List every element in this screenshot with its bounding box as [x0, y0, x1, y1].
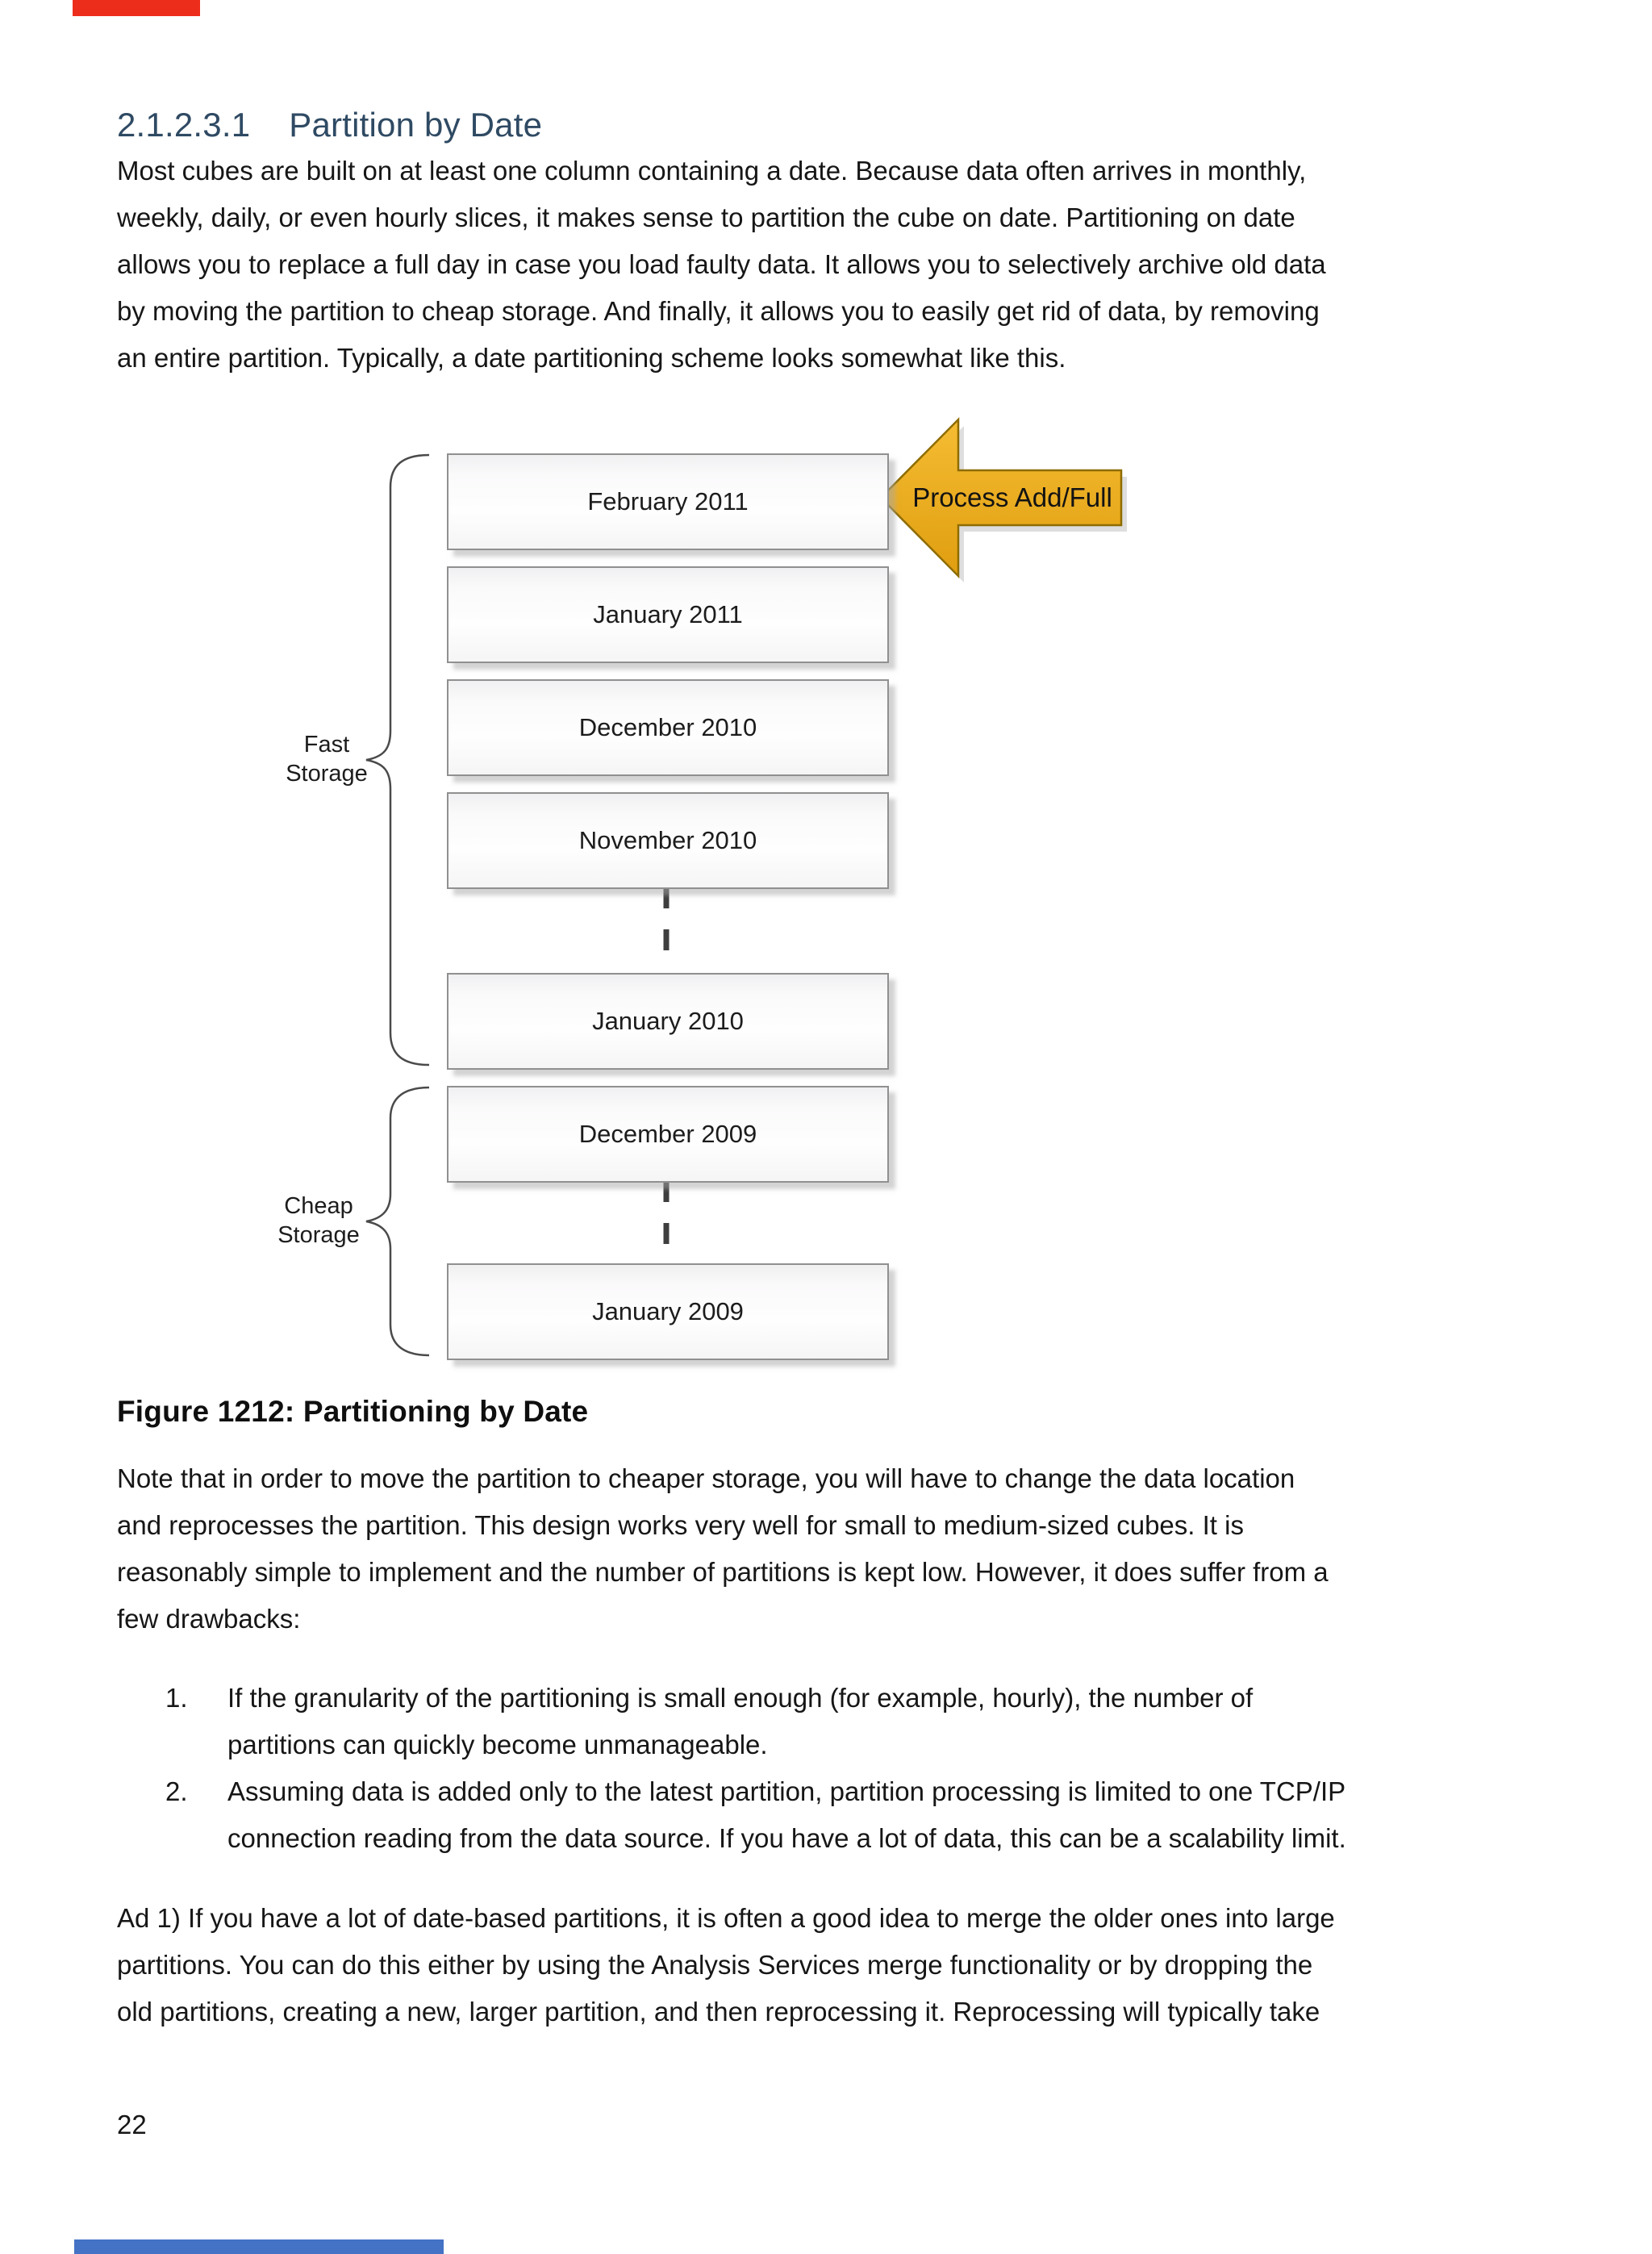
- label-line: Fast: [303, 732, 350, 758]
- text-line: by moving the partition to cheap storage…: [117, 296, 1320, 326]
- fast-storage-label: Fast Storage: [274, 730, 379, 788]
- partition-box-january-2009: January 2009: [447, 1263, 889, 1360]
- text-line: old partitions, creating a new, larger p…: [117, 1997, 1320, 2027]
- list-item: 2. Assuming data is added only to the la…: [117, 1768, 1346, 1862]
- label-line: Storage: [286, 761, 368, 787]
- next-page-clipped-element: [74, 2239, 444, 2254]
- partition-box-january-2010: January 2010: [447, 973, 889, 1070]
- list-item: 1. If the granularity of the partitionin…: [117, 1675, 1346, 1768]
- text-line: Assuming data is added only to the lates…: [227, 1776, 1346, 1806]
- label-line: Storage: [277, 1222, 360, 1248]
- cheap-storage-brace-icon: [365, 1086, 430, 1357]
- text-line: few drawbacks:: [117, 1604, 301, 1634]
- partition-box-february-2011: February 2011: [447, 453, 889, 550]
- list-marker: 1.: [165, 1683, 188, 1713]
- figure-caption: Figure 1212: Partitioning by Date: [117, 1395, 589, 1428]
- paragraph-ad1: Ad 1) If you have a lot of date-based pa…: [117, 1895, 1335, 2035]
- cheap-storage-label: Cheap Storage: [266, 1192, 371, 1250]
- partition-box-november-2010: November 2010: [447, 792, 889, 889]
- text-line: reasonably simple to implement and the n…: [117, 1557, 1329, 1587]
- text-line: allows you to replace a full day in case…: [117, 249, 1326, 279]
- partition-box-january-2011: January 2011: [447, 566, 889, 663]
- text-line: connection reading from the data source.…: [227, 1823, 1346, 1853]
- paragraph-note: Note that in order to move the partition…: [117, 1455, 1329, 1642]
- text-line: and reprocesses the partition. This desi…: [117, 1510, 1244, 1540]
- text-line: If the granularity of the partitioning i…: [227, 1683, 1254, 1713]
- page-number: 22: [117, 2110, 147, 2139]
- list-marker: 2.: [165, 1776, 188, 1806]
- drawbacks-list: 1. If the granularity of the partitionin…: [117, 1675, 1346, 1862]
- section-title: Partition by Date: [289, 106, 543, 144]
- previous-page-clipped-element: [73, 0, 200, 16]
- text-line: partitions. You can do this either by us…: [117, 1950, 1313, 1980]
- partition-box-december-2010: December 2010: [447, 679, 889, 776]
- process-arrow-label: Process Add/Full: [912, 482, 1112, 512]
- text-line: Note that in order to move the partition…: [117, 1463, 1295, 1493]
- text-line: an entire partition. Typically, a date p…: [117, 343, 1066, 373]
- partition-box-december-2009: December 2009: [447, 1086, 889, 1183]
- section-heading: 2.1.2.3.1 Partition by Date: [117, 103, 542, 147]
- text-line: Most cubes are built on at least one col…: [117, 156, 1307, 186]
- text-line: weekly, daily, or even hourly slices, it…: [117, 202, 1295, 232]
- paragraph-intro: Most cubes are built on at least one col…: [117, 148, 1326, 382]
- text-line: Ad 1) If you have a lot of date-based pa…: [117, 1903, 1335, 1933]
- section-number: 2.1.2.3.1: [117, 106, 251, 144]
- text-line: partitions can quickly become unmanageab…: [227, 1730, 768, 1759]
- label-line: Cheap: [284, 1193, 353, 1219]
